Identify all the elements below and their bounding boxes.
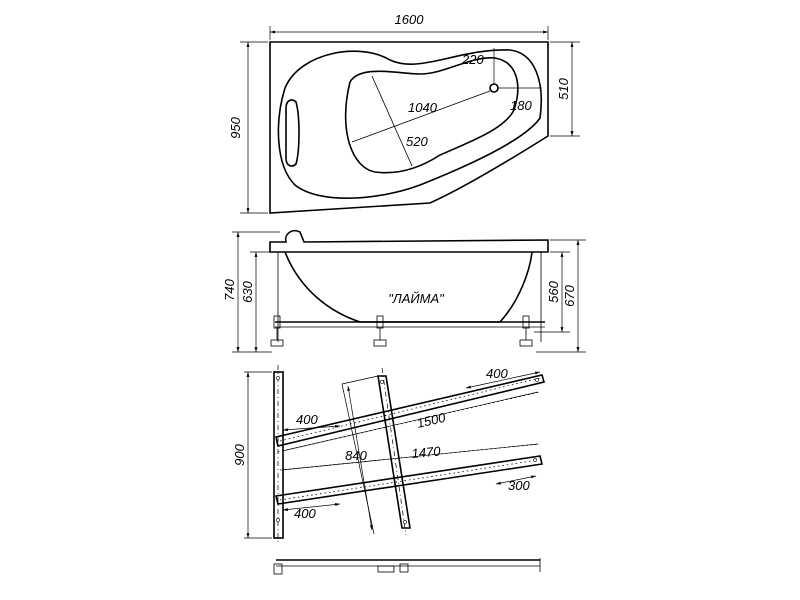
dim-offset-top-right: 400 [486,366,508,381]
top-view: 1600 950 510 1040 520 220 180 [228,12,580,214]
frame-view: 840 1500 1470 900 400 400 400 300 [232,365,545,575]
tub-rim-top [277,49,542,199]
frame-post [273,371,284,539]
dim-offset-top-left: 400 [296,412,318,427]
dim-inner-width: 520 [406,134,428,149]
dim-rail-top: 1500 [415,410,447,431]
dim-cross-length: 840 [345,448,367,463]
frame-rail-top [275,374,545,447]
dim-frame-height: 900 [232,443,247,465]
headrest [285,99,300,167]
frame-bolts [276,376,539,524]
side-view: "ЛАЙМА" 740 630 560 670 [222,229,586,353]
dim-drain-side: 180 [510,98,532,113]
dim-length: 1600 [395,12,425,27]
tub-outline-top [269,41,549,214]
frame-base-side [273,558,541,575]
drain-hole [489,83,499,93]
dim-inner-height: 560 [546,280,561,302]
tub-rim-side [269,229,549,253]
frame-rail-bottom [275,455,543,505]
tub-bowl-top [344,57,519,174]
feet [270,315,533,347]
dim-offset-bottom-left: 400 [294,506,316,521]
dim-total-height: 740 [222,278,237,300]
dim-offset-bottom-right: 300 [508,478,530,493]
model-name: "ЛАЙМА" [388,290,445,306]
dim-rim-height: 670 [562,284,577,306]
dim-inner-length: 1040 [408,100,438,115]
tub-body-side [284,251,533,323]
dim-leg-height: 630 [240,280,255,302]
dim-drain-top: 220 [461,52,484,67]
dim-rail-bottom: 1470 [411,443,442,461]
dim-width: 950 [228,116,243,138]
dim-narrow-end: 510 [556,77,571,99]
